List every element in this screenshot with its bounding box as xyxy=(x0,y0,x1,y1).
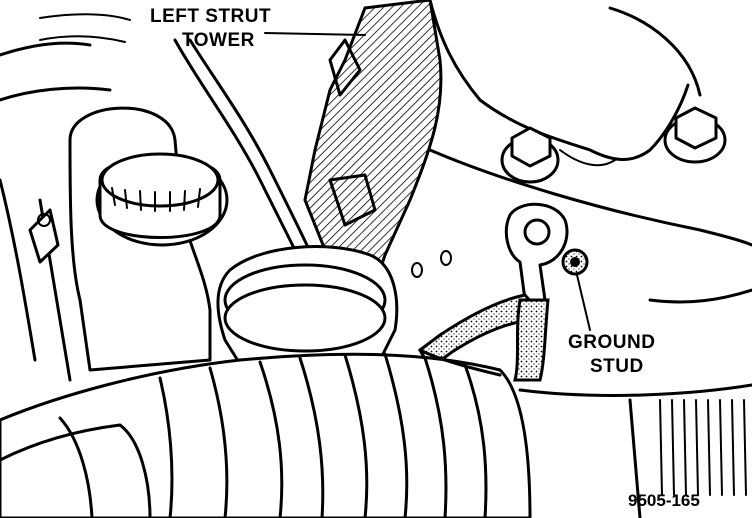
strut-tower-outline xyxy=(428,0,752,397)
bracket-holes xyxy=(411,250,452,278)
figure-number: 9505-165 xyxy=(628,491,700,510)
brake-booster xyxy=(0,41,112,382)
wire-harness xyxy=(418,348,502,377)
lower-right-grille xyxy=(628,398,747,518)
ground-stud-assembly xyxy=(504,202,589,302)
left-strut-tower-leader xyxy=(39,13,366,43)
left-strut-tower-label-line2: TOWER xyxy=(182,30,255,51)
strut-bolt-2 xyxy=(663,106,727,164)
air-intake-duct xyxy=(0,245,532,518)
ground-stud-leader xyxy=(576,274,591,331)
ground-stud-label-line2: STUD xyxy=(590,356,644,377)
left-strut-tower-label-line1: LEFT STRUT xyxy=(150,6,271,27)
strut-bolt-1 xyxy=(500,126,560,184)
brake-fluid-reservoir xyxy=(68,106,229,372)
strut-tower-bracket xyxy=(303,0,443,302)
ground-stud-label-line1: GROUND xyxy=(568,332,655,353)
